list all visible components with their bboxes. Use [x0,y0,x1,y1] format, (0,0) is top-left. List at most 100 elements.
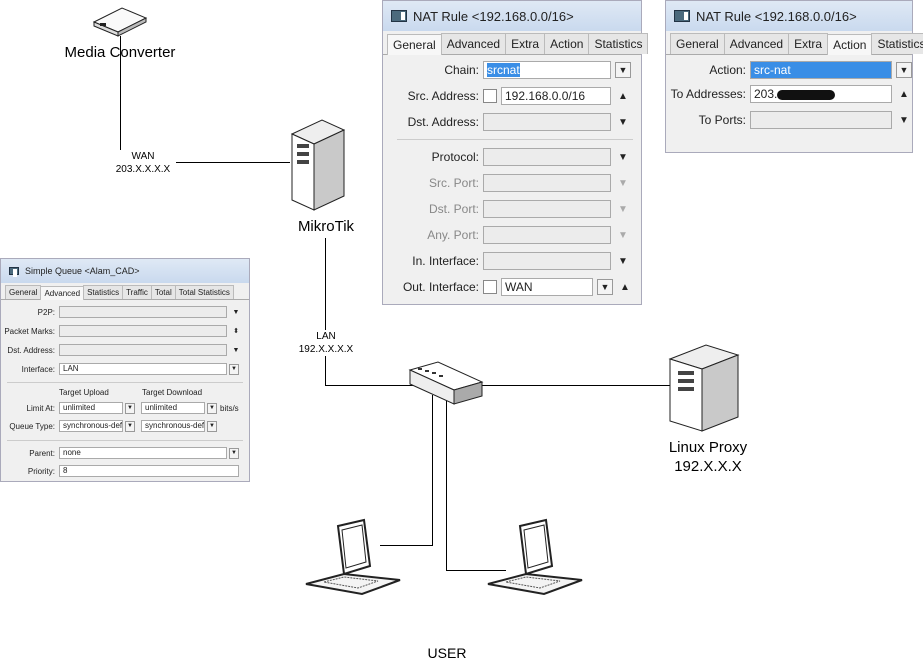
limit-at-upload-input[interactable]: unlimited [59,402,123,414]
p2p-label: P2P: [37,307,55,317]
window-title-bar: NAT Rule <192.168.0.0/16> [383,1,641,31]
dropdown-icon[interactable]: ▼ [229,363,239,375]
tab-advanced[interactable]: Advanced [40,286,85,300]
packet-marks-label: Packet Marks: [4,326,55,336]
tab-general[interactable]: General [670,33,725,54]
server-icon [290,119,346,211]
expand-arrow-icon[interactable]: ▼ [618,151,628,163]
priority-input[interactable]: 8 [59,465,239,477]
tab-statistics[interactable]: Statistics [83,285,124,299]
dst-address-input[interactable] [483,113,611,131]
protocol-input[interactable] [483,148,611,166]
protocol-label: Protocol: [431,150,479,164]
tab-statistics[interactable]: Statistics [871,33,923,54]
dropdown-icon[interactable]: ▼ [207,420,217,432]
window-title-bar: Simple Queue <Alam_CAD> [1,259,249,283]
window-icon [391,10,407,22]
wan-name: WAN [131,151,155,162]
queue-type-upload-select[interactable]: synchronous-default [59,420,123,432]
tab-extra[interactable]: Extra [788,33,829,54]
parent-select[interactable]: none [59,447,227,459]
window-title: NAT Rule <192.168.0.0/16> [413,8,574,24]
chain-label: Chain: [444,63,479,77]
tab-extra[interactable]: Extra [505,33,546,54]
window-icon [9,267,19,277]
in-interface-input[interactable] [483,252,611,270]
chain-value: srcnat [487,63,520,77]
tab-general[interactable]: General [387,34,442,55]
tab-action[interactable]: Action [544,33,590,54]
wan-ip: 203.X.X.X.X [115,164,171,175]
linux-proxy-ip: 192.X.X.X [674,458,742,475]
dropdown-icon[interactable]: ▼ [597,279,613,295]
packet-marks-input[interactable] [59,325,227,337]
collapse-arrow-icon[interactable]: ▲ [618,90,628,102]
tab-traffic[interactable]: Traffic [122,285,152,299]
expand-arrow-icon[interactable]: ▼ [232,346,240,354]
interface-select[interactable]: LAN [59,363,227,375]
updown-arrow-icon[interactable]: ⬍ [233,328,239,335]
to-ports-label: To Ports: [698,113,746,127]
dst-address-label: Dst. Address: [407,115,479,129]
media-converter-link [120,36,121,162]
src-address-label: Src. Address: [407,89,479,103]
tab-bar: General Advanced Statistics Traffic Tota… [1,283,249,300]
proxy-link [470,385,670,386]
to-ports-input[interactable] [750,111,892,129]
nat-rule-action-window: NAT Rule <192.168.0.0/16> General Advanc… [665,0,923,153]
out-interface-select[interactable]: WAN [501,278,593,296]
dst-address-input[interactable] [59,344,227,356]
limit-at-download-input[interactable]: unlimited [141,402,205,414]
action-value: src-nat [754,63,791,77]
unit-label: bits/s [220,403,239,413]
queue-type-label: Queue Type: [9,421,55,431]
tab-total-statistics[interactable]: Total Statistics [174,285,234,299]
lan-link-horizontal [325,385,420,386]
tab-advanced[interactable]: Advanced [440,33,507,54]
lan-name: LAN [316,331,336,342]
interface-label: Interface: [21,364,55,374]
lan-ip: 192.X.X.X.X [298,344,354,355]
tab-statistics[interactable]: Statistics [588,33,649,54]
collapse-arrow-icon[interactable]: ▲ [620,281,630,293]
dst-address-label: Dst. Address: [7,345,55,355]
src-address-input[interactable]: 192.168.0.0/16 [501,87,611,105]
wan-label: WAN 203.X.X.X.X [110,150,176,176]
to-addresses-input[interactable]: 203. [750,85,892,103]
expand-arrow-icon[interactable]: ▼ [618,255,628,267]
chain-select[interactable]: srcnat [483,61,611,79]
dropdown-icon[interactable]: ▼ [896,62,912,78]
user1-link-v [432,395,433,545]
redaction-scribble [777,89,836,100]
negate-checkbox[interactable] [483,280,497,294]
dropdown-icon[interactable]: ▼ [207,402,217,414]
src-port-input [483,174,611,192]
target-download-header: Target Download [142,388,203,397]
dropdown-icon[interactable]: ▼ [125,420,135,432]
collapse-arrow-icon[interactable]: ▲ [899,88,909,100]
tab-bar: General Advanced Extra Action Statistics [666,31,923,55]
expand-arrow-icon[interactable]: ▼ [618,116,628,128]
negate-checkbox[interactable] [483,89,497,103]
dropdown-icon[interactable]: ▼ [229,447,239,459]
parent-label: Parent: [29,448,55,458]
p2p-input[interactable] [59,306,227,318]
expand-arrow-icon: ▼ [618,229,628,241]
tab-general[interactable]: General [5,285,42,299]
tab-advanced[interactable]: Advanced [723,33,790,54]
dropdown-icon[interactable]: ▼ [125,402,135,414]
expand-arrow-icon[interactable]: ▼ [899,114,909,126]
dropdown-icon[interactable]: ▼ [615,62,631,78]
tab-action[interactable]: Action [827,34,873,55]
tab-total[interactable]: Total [150,285,176,299]
action-select[interactable]: src-nat [750,61,892,79]
expand-arrow-icon[interactable]: ▼ [232,308,240,316]
priority-label: Priority: [27,466,55,476]
target-upload-header: Target Upload [59,388,109,397]
to-addresses-label: To Addresses: [670,87,746,101]
queue-type-download-select[interactable]: synchronous-default [141,420,205,432]
lan-label: LAN 192.X.X.X.X [296,330,356,356]
expand-arrow-icon: ▼ [618,177,628,189]
switch-icon [408,361,484,405]
